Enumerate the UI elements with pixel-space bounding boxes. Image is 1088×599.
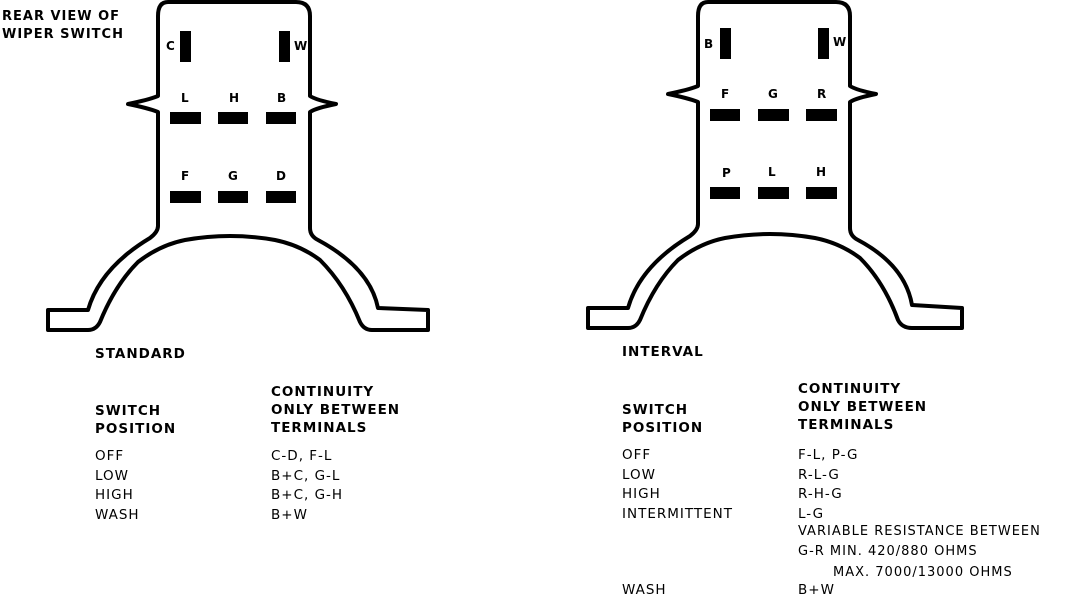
interval-pin-label-P: P — [722, 166, 731, 180]
standard-title: STANDARD — [95, 346, 186, 362]
standard-switch-header-2: POSITION — [95, 421, 177, 437]
interval-position-low: LOW — [622, 466, 657, 483]
standard-switch-header-1: SWITCH — [95, 403, 162, 419]
interval-continuity-header-1: CONTINUITY — [798, 381, 902, 397]
standard-terminal-F — [170, 191, 201, 203]
standard-terminal-L — [170, 112, 201, 124]
standard-terminal-B — [266, 112, 296, 124]
interval-terminal-F — [710, 109, 740, 121]
standard-position-wash: WASH — [95, 506, 140, 523]
standard-pin-label-D: D — [276, 169, 286, 183]
standard-continuity-header: CONTINUITY ONLY BETWEEN TERMINALS — [271, 383, 400, 437]
interval-pin-label-R: R — [817, 87, 826, 101]
interval-pin-label-B: B — [704, 37, 713, 51]
standard-continuity-header-3: TERMINALS — [271, 420, 368, 436]
standard-terminal-G — [218, 191, 248, 203]
standard-pin-label-H: H — [229, 91, 239, 105]
standard-terminal-C — [180, 31, 191, 62]
interval-switch-header-2: POSITION — [622, 420, 704, 436]
interval-resistance-note-line-2: G-R MIN. 420/880 OHMS — [798, 544, 978, 559]
interval-pin-label-H: H — [816, 165, 826, 179]
interval-position-off: OFF — [622, 447, 652, 463]
standard-pin-label-F: F — [181, 169, 189, 183]
interval-pin-label-L: L — [768, 165, 776, 179]
interval-switch-header-1: SWITCH — [622, 402, 689, 418]
interval-terminal-R — [806, 109, 837, 121]
interval-position-wash: WASH — [622, 582, 667, 598]
interval-terminal-L — [758, 187, 789, 199]
standard-terminals-wash: B+W — [271, 506, 308, 523]
interval-resistance-note-line-1: VARIABLE RESISTANCE BETWEEN — [798, 524, 1041, 539]
interval-pin-label-W: W — [833, 35, 846, 49]
standard-terminal-D — [266, 191, 296, 203]
interval-terminals-low: R-L-G — [798, 466, 840, 483]
interval-terminal-H — [806, 187, 837, 199]
interval-continuity-header-2: ONLY BETWEEN — [798, 399, 928, 415]
interval-terminals-high: R-H-G — [798, 486, 843, 502]
interval-switch-header: SWITCH POSITION — [622, 401, 703, 437]
standard-terminals-off: C-D, F-L — [271, 448, 333, 464]
caption-line-2: WIPER SWITCH — [2, 27, 124, 42]
interval-position-intermittent: INTERMITTENT — [622, 505, 733, 522]
standard-pin-label-G: G — [228, 169, 238, 183]
interval-terminal-B — [720, 28, 731, 59]
standard-positions: OFF LOW HIGH WASH — [95, 447, 140, 525]
interval-terminal-P — [710, 187, 740, 199]
standard-pin-label-C: C — [166, 39, 175, 53]
standard-continuity-header-2: ONLY BETWEEN — [271, 402, 401, 418]
standard-terminals-high: B+C, G-H — [271, 487, 344, 503]
standard-pin-label-B: B — [277, 91, 286, 105]
interval-position-high: HIGH — [622, 486, 661, 502]
interval-terminal-W — [818, 28, 829, 59]
standard-position-low: LOW — [95, 467, 130, 484]
standard-connector — [46, 0, 430, 332]
diagram-caption: REAR VIEW OF WIPER SWITCH — [2, 8, 124, 44]
interval-terminal-G — [758, 109, 789, 121]
interval-continuity-header-3: TERMINALS — [798, 417, 895, 433]
interval-terminals-off: F-L, P-G — [798, 447, 859, 463]
interval-pin-label-G: G — [768, 87, 778, 101]
standard-pin-label-W: W — [294, 39, 307, 53]
interval-title: INTERVAL — [622, 344, 704, 360]
standard-terminals-low: B+C, G-L — [271, 467, 341, 484]
standard-continuity-header-1: CONTINUITY — [271, 384, 375, 400]
interval-connector — [586, 0, 964, 330]
interval-pin-label-F: F — [721, 87, 729, 101]
standard-terminal-W — [279, 31, 290, 62]
standard-switch-header: SWITCH POSITION — [95, 402, 176, 438]
interval-terminals-intermittent: L-G — [798, 505, 825, 522]
interval-terminals-wash: B+W — [798, 582, 835, 598]
standard-connector-outline — [46, 0, 430, 332]
interval-terminals: F-L, P-G R-L-G R-H-G L-G — [798, 446, 858, 524]
interval-continuity-header: CONTINUITY ONLY BETWEEN TERMINALS — [798, 380, 927, 434]
interval-connector-outline — [586, 0, 964, 330]
standard-pin-label-L: L — [181, 91, 189, 105]
standard-position-off: OFF — [95, 448, 125, 464]
standard-terminal-H — [218, 112, 248, 124]
interval-resistance-note-line-3: MAX. 7000/13000 OHMS — [833, 565, 1013, 580]
standard-terminals: C-D, F-L B+C, G-L B+C, G-H B+W — [271, 447, 343, 525]
interval-positions: OFF LOW HIGH INTERMITTENT — [622, 446, 733, 524]
caption-line-1: REAR VIEW OF — [2, 9, 121, 24]
standard-position-high: HIGH — [95, 487, 134, 503]
